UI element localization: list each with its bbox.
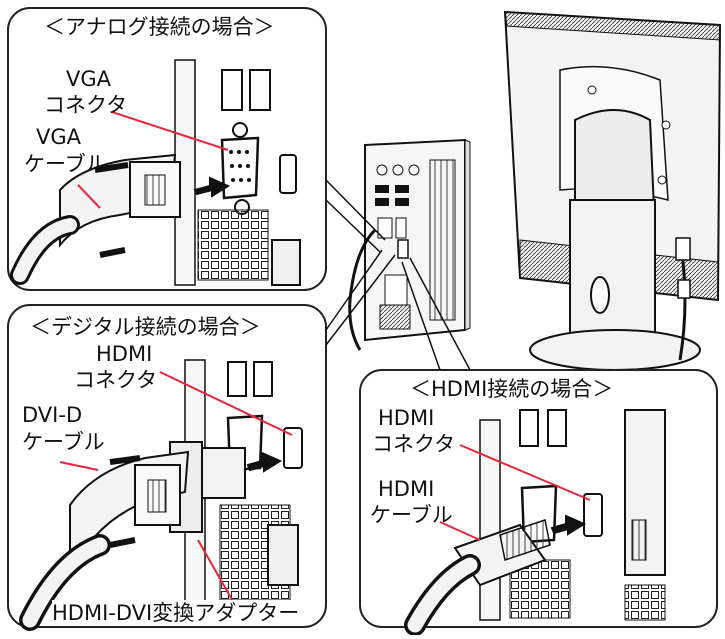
hdmi-cable-label-line2: ケーブル xyxy=(370,503,453,527)
digital-hdmi-connector-label-line2: コネクタ xyxy=(74,368,158,392)
callout-lines xyxy=(325,179,471,371)
pc-tower-illustration xyxy=(348,138,471,351)
vga-cable-label-line2: ケーブル xyxy=(24,152,107,176)
monitor-illustration xyxy=(503,10,722,371)
adapter-label: HDMI-DVI変換アダプター xyxy=(52,600,300,626)
digital-hdmi-connector-label-line1: HDMI xyxy=(96,342,153,366)
dvi-cable-label-line1: DVI-D xyxy=(22,403,83,427)
hdmi-cable-label-line1: HDMI xyxy=(378,477,435,501)
hdmi-connector-label-line1: HDMI xyxy=(378,406,435,430)
panel-digital xyxy=(7,304,327,631)
leader-lines xyxy=(59,111,591,606)
panel-analog-title: ＜アナログ接続の場合＞ xyxy=(44,14,275,40)
hdmi-connector-label-line2: コネクタ xyxy=(372,432,456,456)
vga-connector-label-line2: コネクタ xyxy=(44,93,128,117)
dvi-cable-label-line2: ケーブル xyxy=(22,430,105,454)
vga-connector-label-line1: VGA xyxy=(66,67,112,91)
panel-hdmi-title: ＜HDMI接続の場合＞ xyxy=(410,376,614,402)
panel-analog xyxy=(7,7,327,291)
vga-cable-label-line1: VGA xyxy=(36,125,82,149)
panel-hdmi xyxy=(359,369,718,636)
panel-digital-title: ＜デジタル接続の場合＞ xyxy=(30,314,261,340)
